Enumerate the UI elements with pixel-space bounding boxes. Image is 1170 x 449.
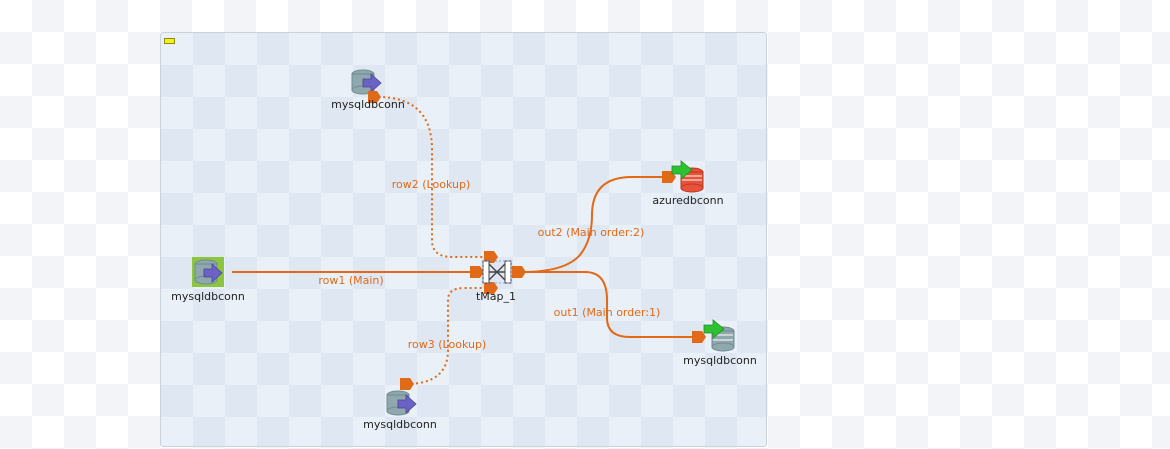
component-label: mysqldbconn: [171, 290, 245, 303]
mysql-db-input-icon: [386, 390, 417, 416]
tmap-output-connector: [512, 266, 526, 278]
link-label-row1[interactable]: row1 (Main): [318, 274, 383, 287]
mysql-db-output-icon: [703, 319, 735, 352]
canvas-collapse-marker[interactable]: [164, 38, 175, 44]
link-label-row3[interactable]: row3 (Lookup): [408, 338, 486, 351]
component-label: mysqldbconn: [331, 98, 405, 111]
link-connector: [368, 91, 381, 103]
component-label: tMap_1: [476, 290, 516, 303]
link-row1-main[interactable]: [232, 266, 484, 278]
link-label-row2[interactable]: row2 (Lookup): [392, 178, 470, 191]
link-label-out2[interactable]: out2 (Main order:2): [538, 226, 645, 239]
link-connector: [484, 251, 498, 263]
mysql-db-input-icon: [351, 69, 382, 95]
link-row3-lookup[interactable]: [400, 282, 498, 390]
link-connector: [692, 331, 706, 343]
job-design-canvas[interactable]: [160, 32, 767, 447]
component-azure-output[interactable]: azuredbconn: [652, 160, 724, 207]
component-label: mysqldbconn: [363, 418, 437, 431]
component-mysql-output[interactable]: mysqldbconn: [683, 319, 757, 367]
component-label: mysqldbconn: [683, 354, 757, 367]
component-mysql-lookup-bottom[interactable]: mysqldbconn: [363, 390, 437, 431]
component-mysql-lookup-top[interactable]: mysqldbconn: [331, 69, 405, 111]
link-label-out1[interactable]: out1 (Main order:1): [554, 306, 661, 319]
azure-db-output-icon: [671, 160, 704, 193]
component-tmap[interactable]: tMap_1: [476, 260, 516, 303]
mysql-db-input-icon: [194, 259, 223, 285]
component-label: azuredbconn: [652, 194, 723, 207]
component-mysql-input-main[interactable]: mysqldbconn: [171, 257, 245, 303]
link-out2[interactable]: [521, 171, 676, 273]
link-connector: [484, 282, 498, 294]
link-connector: [400, 378, 414, 390]
link-out1[interactable]: [522, 271, 706, 343]
link-connector: [470, 266, 484, 278]
link-row2-lookup[interactable]: [377, 96, 498, 263]
tmap-icon: [482, 260, 512, 284]
